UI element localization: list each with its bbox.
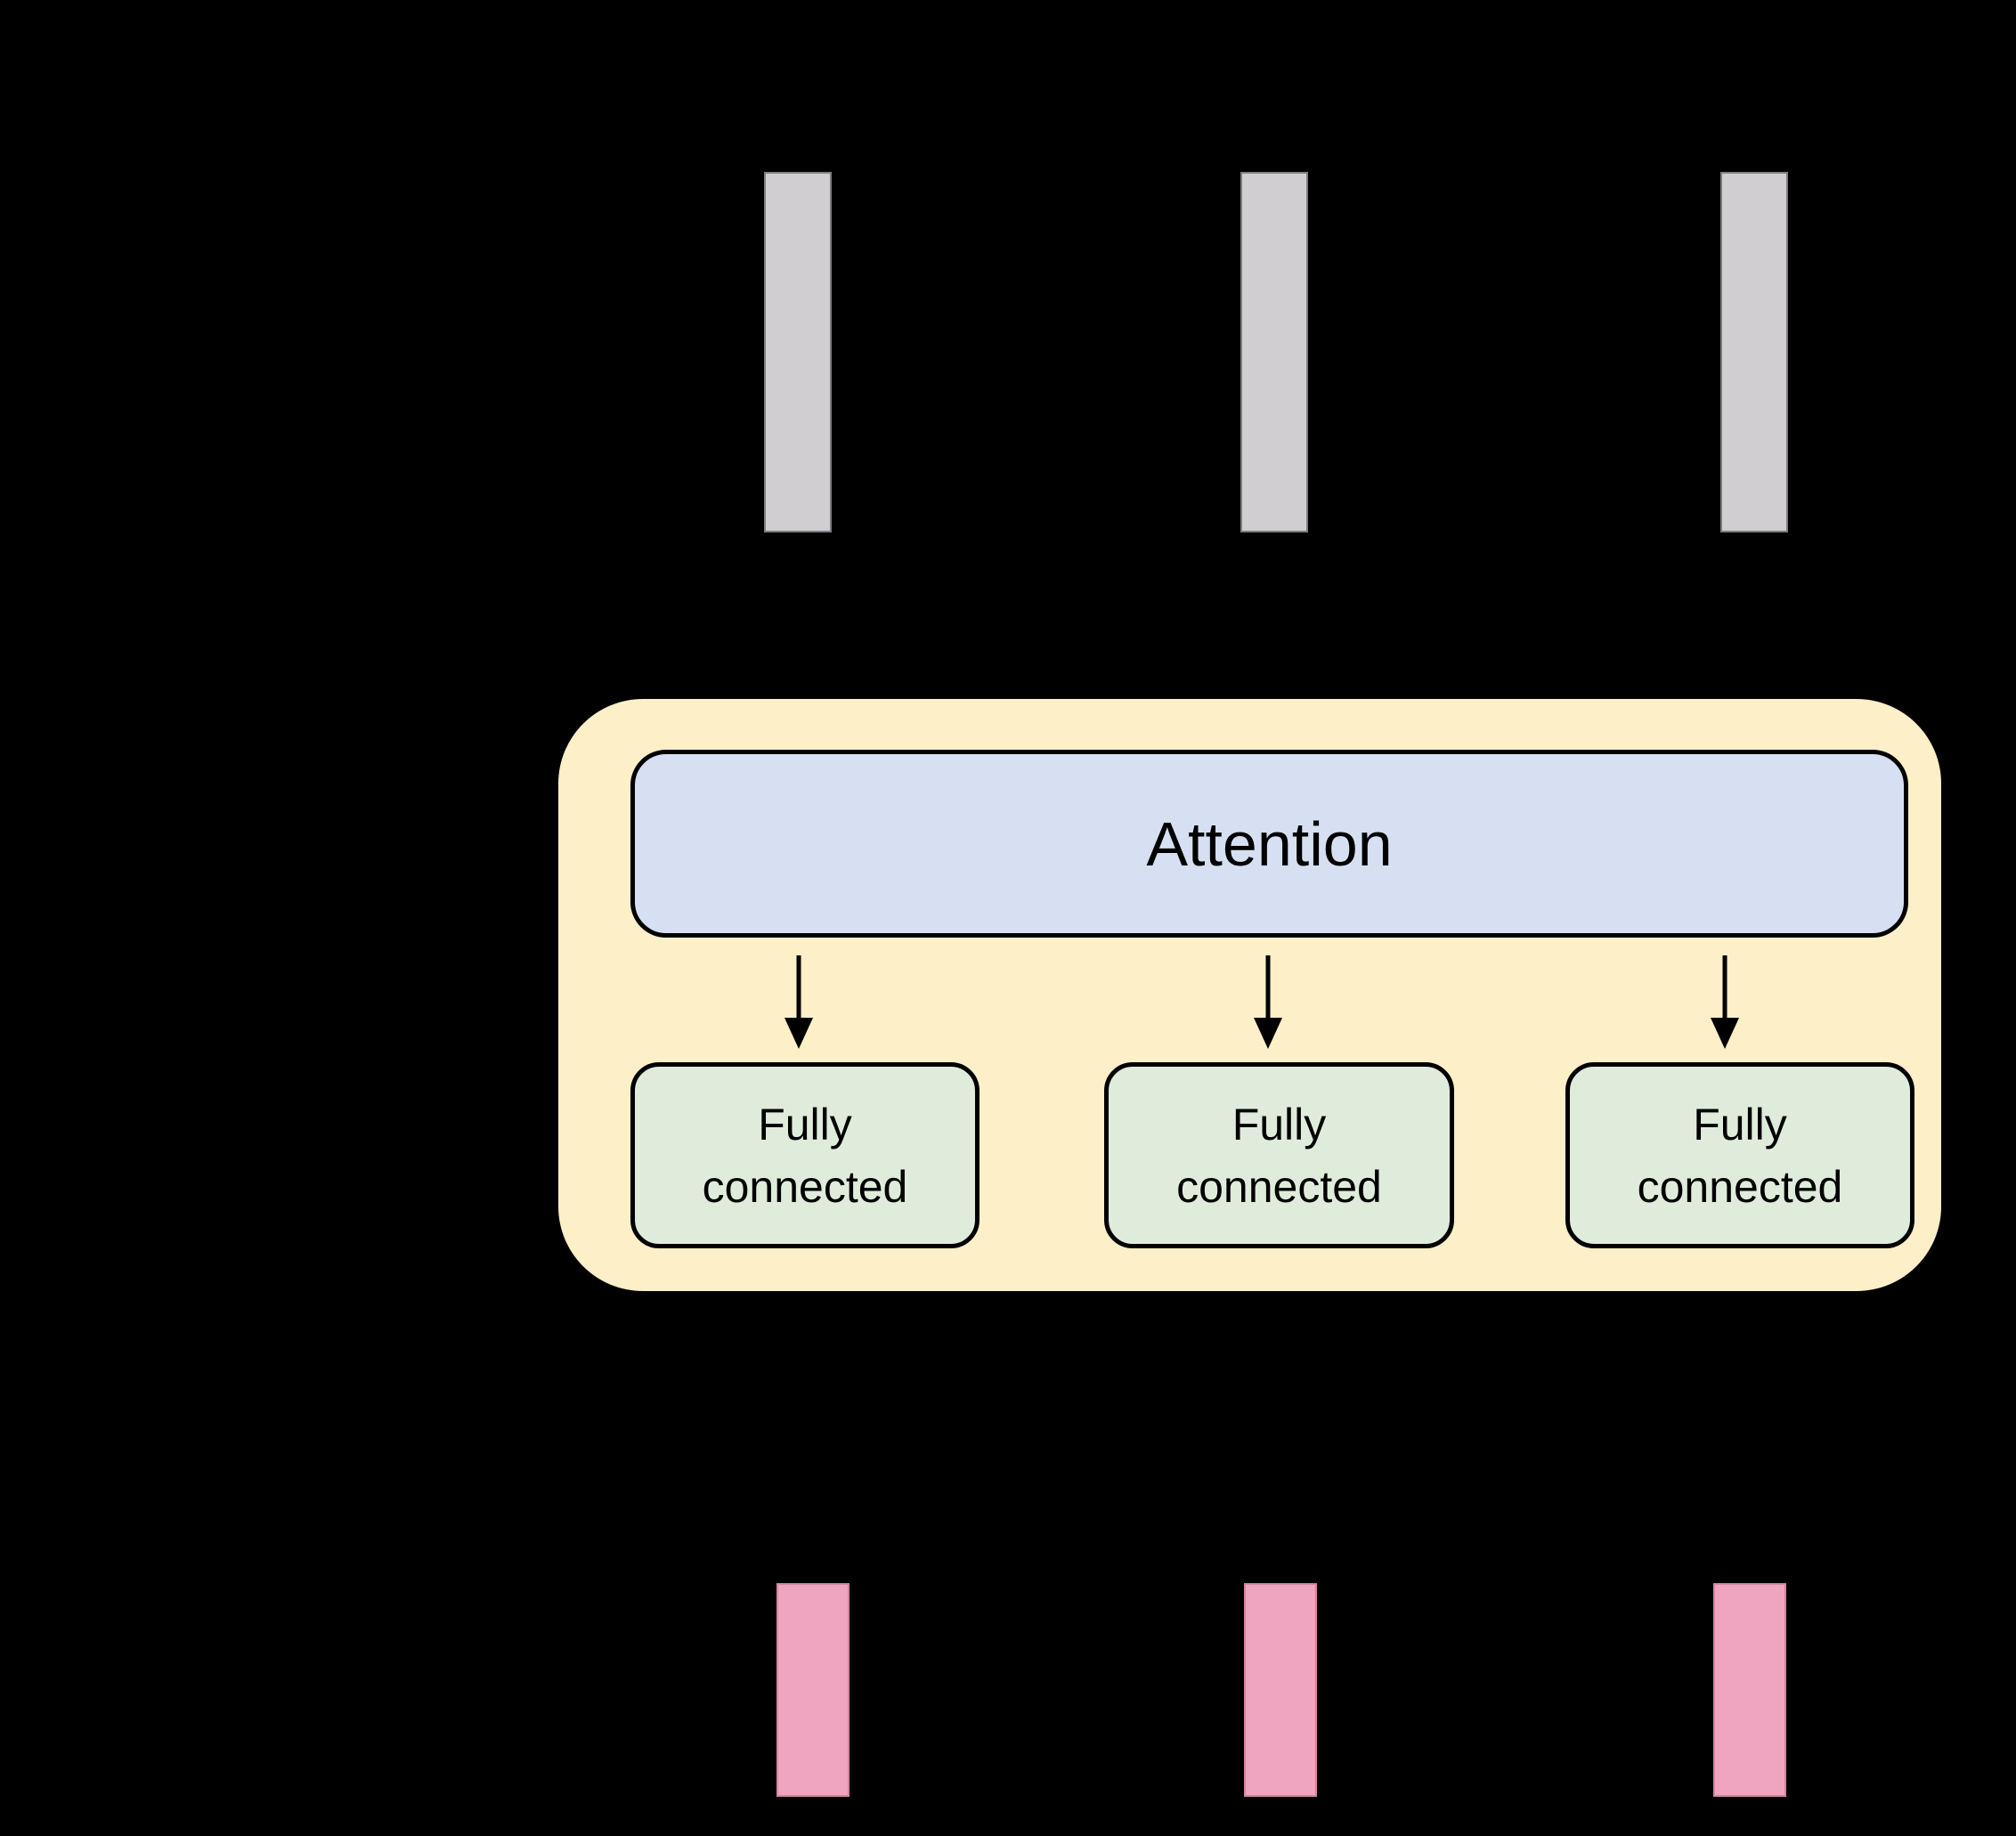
output-vector-bar <box>1713 1583 1786 1797</box>
fully-connected-label: Fully connected <box>1637 1099 1843 1212</box>
fully-connected-box: Fully connected <box>630 1062 980 1248</box>
down-arrow-icon <box>1254 955 1282 1049</box>
output-vector-bar <box>776 1583 849 1797</box>
attention-label: Attention <box>1146 808 1393 879</box>
input-vector-bar <box>764 172 832 532</box>
output-vector-bar <box>1244 1583 1317 1797</box>
input-vector-bar <box>1720 172 1788 532</box>
fully-connected-box: Fully connected <box>1565 1062 1914 1248</box>
attention-box: Attention <box>630 750 1908 938</box>
fully-connected-label: Fully connected <box>1176 1099 1382 1212</box>
down-arrow-icon <box>1711 955 1739 1049</box>
down-arrow-icon <box>784 955 813 1049</box>
fully-connected-label: Fully connected <box>702 1099 908 1212</box>
transformer-block-container: Attention Fully connected Fully connecte… <box>558 699 1941 1291</box>
input-vector-bar <box>1240 172 1308 532</box>
fully-connected-box: Fully connected <box>1104 1062 1454 1248</box>
